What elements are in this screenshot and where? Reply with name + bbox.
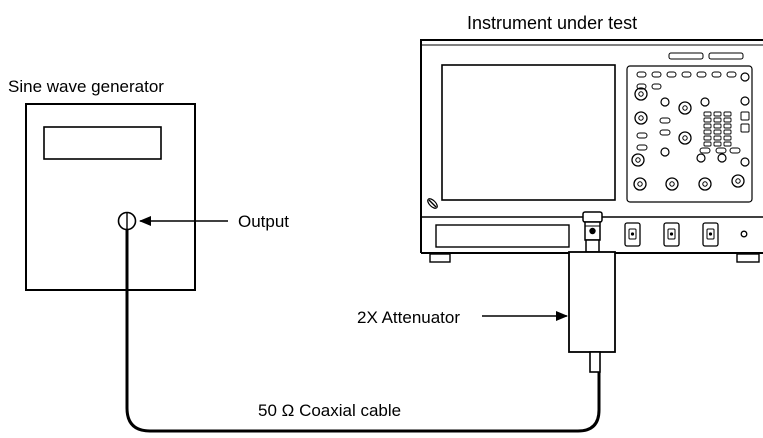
panel-knob-center <box>682 105 688 111</box>
panel-knob <box>665 177 679 191</box>
instrument-under-test <box>420 39 763 263</box>
panel-knob-center <box>702 181 708 187</box>
panel-mini-button <box>723 141 732 147</box>
panel-mini-button <box>723 111 732 117</box>
front-panel-slot <box>435 224 570 248</box>
coaxial-cable <box>125 229 601 433</box>
panel-knob-center <box>637 181 643 187</box>
panel-mini-button <box>723 135 732 141</box>
panel-knob-small <box>740 72 750 82</box>
panel-knob-small <box>717 153 727 163</box>
panel-mini-button <box>713 141 722 147</box>
panel-knob <box>634 111 648 125</box>
panel-mini-button <box>713 117 722 123</box>
panel-knob <box>731 174 745 188</box>
sine-wave-generator <box>25 103 196 291</box>
panel-button <box>651 83 662 90</box>
panel-button <box>696 71 707 78</box>
panel-knob-small <box>700 97 710 107</box>
panel-mini-button <box>713 111 722 117</box>
panel-knob-small <box>660 97 670 107</box>
panel-mini-button <box>713 123 722 129</box>
panel-knob-small <box>660 147 670 157</box>
attenuator-label: 2X Attenuator <box>357 308 460 327</box>
panel-knob-center <box>638 115 644 121</box>
panel-knob <box>698 177 712 191</box>
panel-button <box>651 71 662 78</box>
panel-mini-button <box>703 135 712 141</box>
panel-mini-button <box>703 117 712 123</box>
panel-mini-button <box>723 129 732 135</box>
panel-controls <box>631 71 750 191</box>
instrument-screen <box>441 64 616 201</box>
panel-mini-button <box>723 123 732 129</box>
panel-mini-button <box>703 141 712 147</box>
panel-knob-center <box>735 178 741 184</box>
channel-2-connector <box>624 222 641 247</box>
panel-button <box>699 147 711 154</box>
aux-connector <box>740 230 748 238</box>
panel-mini-button <box>713 135 722 141</box>
panel-button <box>666 71 677 78</box>
panel-knob <box>678 101 692 115</box>
panel-button <box>636 144 648 151</box>
channel-4-connector <box>702 222 719 247</box>
panel-square-button <box>740 123 750 133</box>
panel-button <box>729 147 741 154</box>
panel-mini-button <box>703 111 712 117</box>
panel-knob-center <box>669 181 675 187</box>
panel-mini-button <box>713 129 722 135</box>
panel-button <box>636 83 647 90</box>
panel-mini-button <box>723 117 732 123</box>
panel-knob-center <box>682 135 688 141</box>
panel-button <box>726 71 737 78</box>
generator-label: Sine wave generator <box>8 77 164 96</box>
panel-knob <box>633 177 647 191</box>
control-panel <box>626 65 753 203</box>
panel-mini-button <box>703 129 712 135</box>
panel-button <box>711 71 722 78</box>
generator-display <box>43 126 162 160</box>
panel-knob-center <box>638 91 644 97</box>
attenuator-2x <box>568 211 616 373</box>
panel-button <box>681 71 692 78</box>
panel-knob-center <box>635 157 641 163</box>
panel-button <box>659 117 671 124</box>
panel-square-button <box>740 111 750 121</box>
instrument-label: Instrument under test <box>467 13 637 33</box>
panel-knob <box>631 153 645 167</box>
channel-3-connector <box>663 222 680 247</box>
panel-mini-button <box>703 123 712 129</box>
panel-knob <box>678 131 692 145</box>
panel-knob-small <box>740 157 750 167</box>
panel-button <box>659 129 671 136</box>
cable-label: 50 Ω Coaxial cable <box>258 401 401 420</box>
output-label: Output <box>238 212 289 231</box>
panel-knob <box>634 87 648 101</box>
panel-knob-small <box>740 96 750 106</box>
panel-button <box>636 132 648 139</box>
panel-button <box>715 147 727 154</box>
panel-button <box>636 71 647 78</box>
panel-knob-small <box>696 153 706 163</box>
